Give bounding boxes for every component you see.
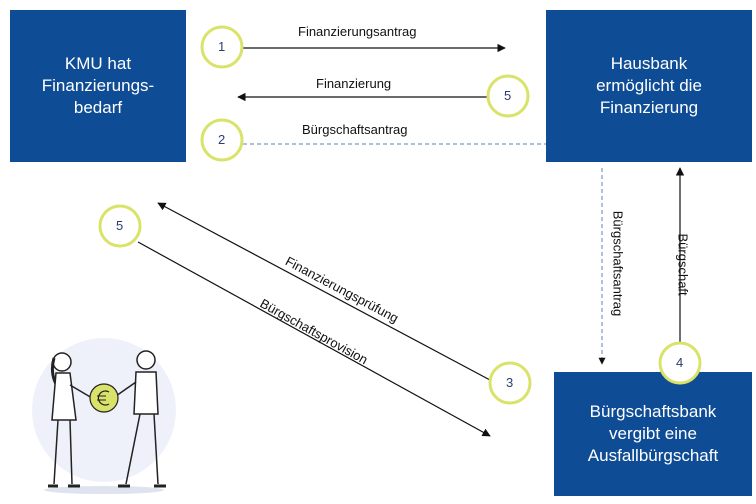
step-circle-5-top — [486, 74, 530, 118]
step-circle-4 — [658, 341, 702, 385]
buergschaftsantrag-vertical-label: Bürgschaftsantrag — [610, 210, 626, 317]
buergschaftsantrag-top-label: Bürgschaftsantrag — [302, 122, 408, 137]
step-number-5-top: 5 — [504, 88, 512, 103]
step-circle-1 — [200, 25, 244, 69]
buergschaft-label: Bürgschaft — [675, 233, 691, 296]
buergschaftsprovision-arrow — [137, 241, 491, 437]
people-coin-illustration — [32, 338, 176, 494]
finanzierung-label: Finanzierung — [316, 76, 392, 91]
step-circle-5-left — [98, 204, 142, 248]
step-number-3: 3 — [506, 375, 514, 390]
step-number-5-left: 5 — [116, 218, 124, 233]
step-circle-2 — [200, 118, 244, 162]
kmu-box: KMU hat Finanzierungs- bedarf — [10, 10, 186, 162]
step-number-1: 1 — [218, 39, 226, 54]
step-number-4: 4 — [676, 355, 684, 370]
hausbank-box: Hausbank ermöglicht die Finanzierung — [546, 10, 752, 162]
finanzierungsantrag-label: Finanzierungsantrag — [298, 24, 417, 39]
buergschaftsbank-box: Bürgschaftsbank vergibt eine Ausfallbürg… — [554, 372, 752, 496]
step-number-2: 2 — [218, 132, 226, 147]
step-circle-3 — [488, 361, 532, 405]
finanzierungspruefung-arrow — [157, 202, 491, 381]
